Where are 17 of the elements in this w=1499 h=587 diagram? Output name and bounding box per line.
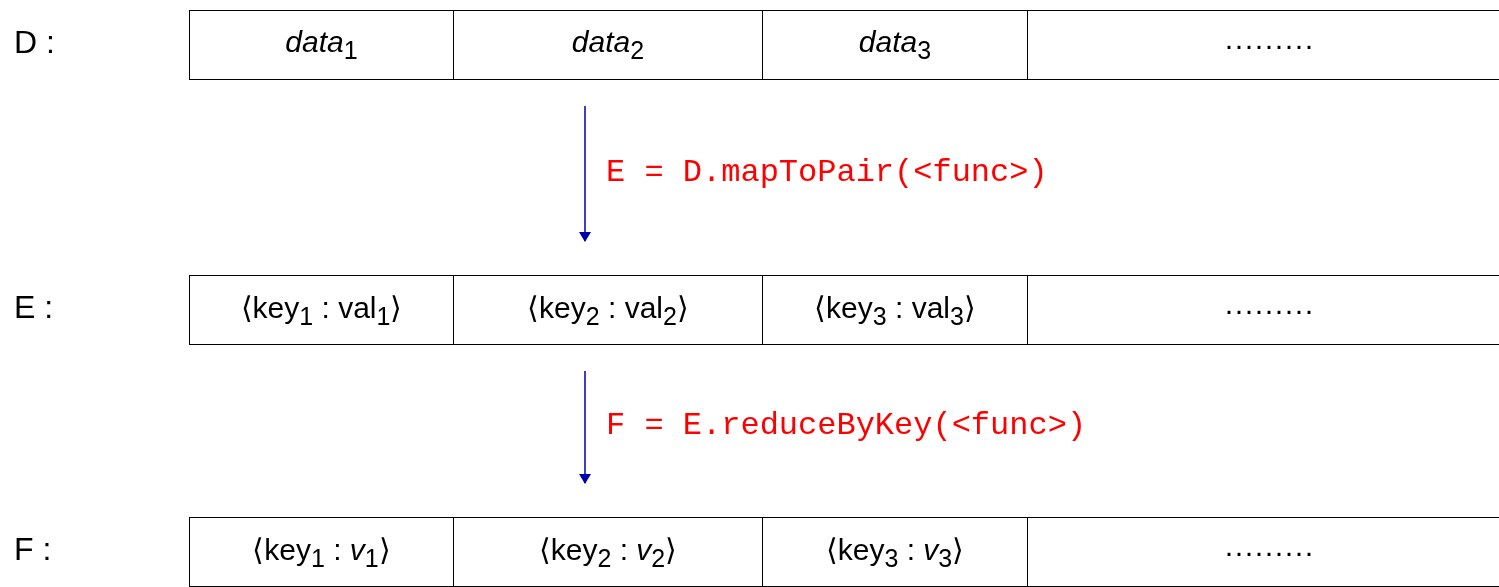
cell-text: data$_{1}$ (284, 25, 359, 65)
cell-text: ⟨key$_{1}$ : val$_{1}$⟩ (239, 289, 404, 331)
ellipsis-text: ········· (1223, 293, 1315, 327)
arrow (579, 105, 591, 242)
cell-text: ⟨key$_{1}$ : v$_{1}$⟩ (251, 531, 392, 573)
arrow (579, 370, 591, 484)
cell-text: ⟨key$_{3}$ : v$_{3}$⟩ (824, 531, 966, 573)
cell-text: data$_{3}$ (857, 25, 933, 65)
row-label: E : (14, 289, 54, 326)
cell-text: ⟨key$_{3}$ : val$_{3}$⟩ (813, 289, 977, 331)
cell-text: ⟨key$_{2}$ : val$_{2}$⟩ (526, 289, 690, 331)
row-label: D : (14, 24, 55, 61)
cell-text: data$_{2}$ (570, 25, 646, 65)
cell-text: ⟨key$_{2}$ : v$_{2}$⟩ (537, 531, 679, 573)
ellipsis-text: ········· (1223, 28, 1315, 62)
ellipsis-text: ········· (1223, 535, 1315, 569)
row-label: F : (14, 531, 52, 568)
